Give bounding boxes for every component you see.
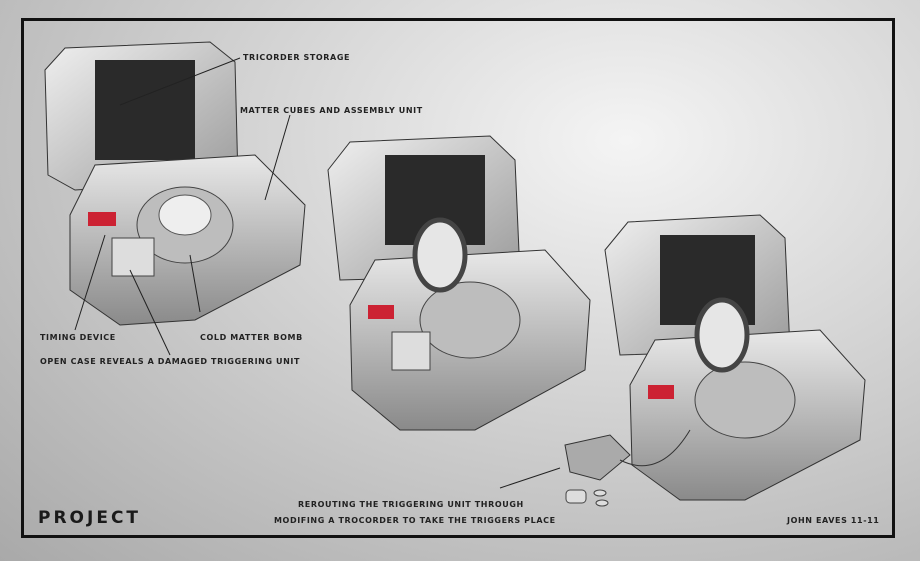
case-3 — [564, 214, 866, 507]
artist-signature: JOHN EAVES 11-11 — [787, 516, 880, 525]
label-matter-cubes: MATTER CUBES AND ASSEMBLY UNIT — [240, 106, 423, 115]
case-1 — [44, 41, 306, 326]
label-open-case: OPEN CASE REVEALS A DAMAGED TRIGGERING U… — [40, 357, 301, 366]
project-logo: PROJECT — [38, 508, 142, 528]
case-2 — [327, 135, 591, 431]
label-rerouting-line1: REROUTING THE TRIGGERING UNIT THROUGH — [298, 500, 524, 509]
label-timing-device: TIMING DEVICE — [40, 333, 116, 342]
tricorder — [564, 434, 631, 481]
artwork-frame — [21, 18, 895, 538]
label-tricorder-storage: TRICORDER STORAGE — [243, 53, 351, 62]
leader-lines — [74, 57, 561, 489]
label-cold-matter-bomb: COLD MATTER BOMB — [200, 333, 303, 342]
label-rerouting-line2: MODIFING A TROCORDER TO TAKE THE TRIGGER… — [274, 516, 556, 525]
